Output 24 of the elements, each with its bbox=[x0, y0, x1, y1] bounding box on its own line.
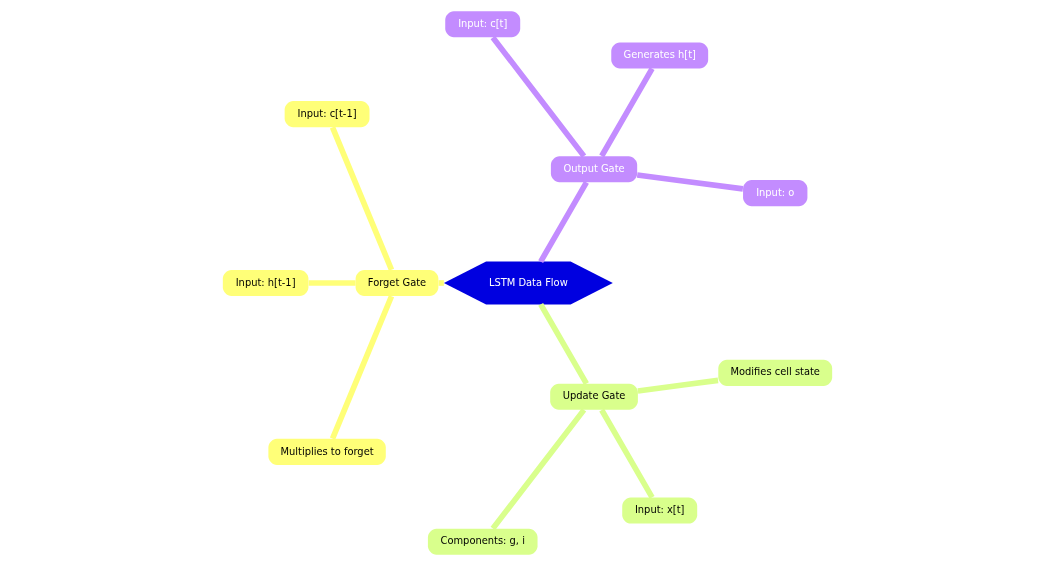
node-box: Generates h[t] bbox=[610, 42, 708, 69]
connector bbox=[636, 172, 743, 192]
node-box: Multiplies to forget bbox=[267, 438, 386, 465]
node-box: Update Gate bbox=[549, 383, 638, 410]
connector bbox=[308, 280, 356, 286]
connector bbox=[329, 295, 394, 440]
node-box: Input: h[t-1] bbox=[222, 269, 308, 297]
node-box: Modifies cell state bbox=[717, 359, 832, 386]
node-box: Output Gate bbox=[550, 156, 637, 183]
node-box: Input: x[t] bbox=[621, 497, 697, 524]
node-box: Components: g, i bbox=[427, 528, 538, 555]
connector bbox=[537, 302, 589, 386]
connector bbox=[637, 377, 718, 394]
connector bbox=[598, 67, 655, 158]
node-box: Input: c[t] bbox=[444, 11, 520, 38]
connector bbox=[438, 280, 444, 286]
node-box: Input: o bbox=[742, 180, 807, 207]
connector bbox=[490, 35, 586, 158]
node-box: Forget Gate bbox=[355, 269, 438, 297]
node-box: Input: c[t-1] bbox=[284, 101, 369, 128]
connector bbox=[490, 408, 586, 531]
connector bbox=[598, 408, 655, 499]
connector bbox=[537, 180, 589, 264]
connector bbox=[329, 126, 394, 271]
